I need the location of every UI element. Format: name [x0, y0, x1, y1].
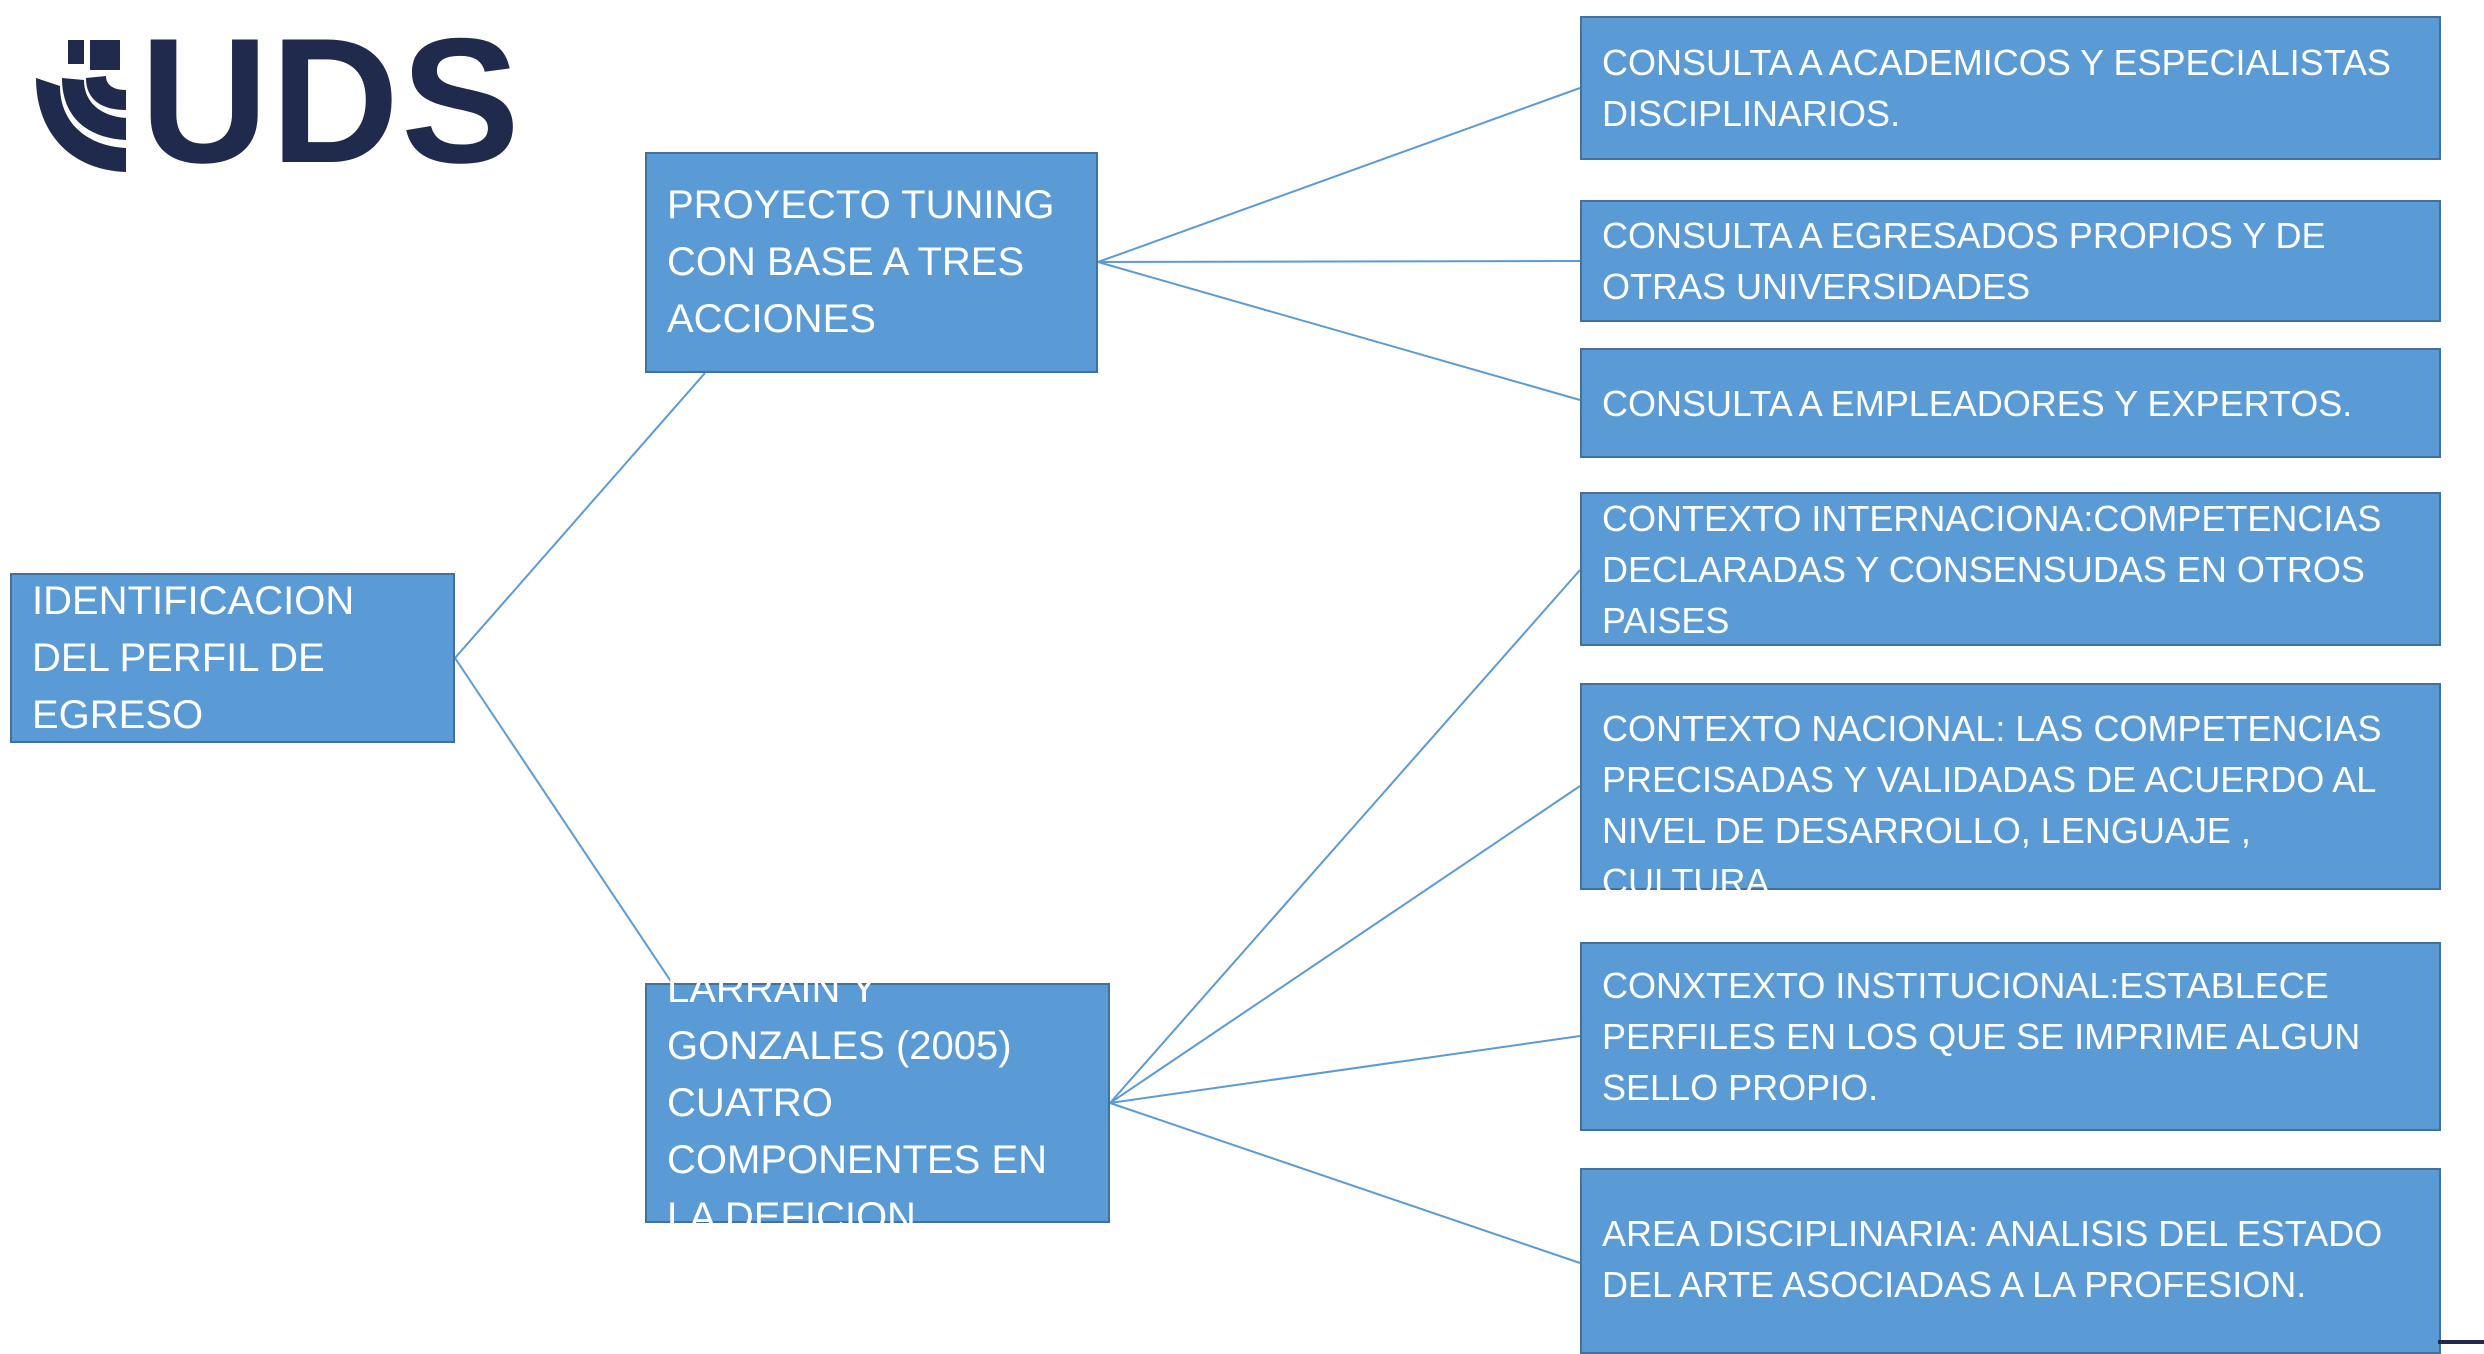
leaf-node: CONTEXTO INTERNACIONA:COMPETENCIAS DECLA… [1580, 492, 2441, 646]
leaf-node: CONTEXTO NACIONAL: LAS COMPETENCIAS PREC… [1580, 683, 2441, 902]
leaf-node: CONSULTA A EMPLEADORES Y EXPERTOS. [1580, 348, 2441, 458]
leaf-node-label: CONSULTA A EGRESADOS PROPIOS Y DE OTRAS … [1602, 215, 2326, 307]
connector-branch2-leaf5 [1109, 785, 1581, 1104]
logo-text: UDS [140, 1, 522, 200]
leaf-node-label: CONTEXTO INTERNACIONA:COMPETENCIAS DECLA… [1602, 497, 2382, 641]
connector-branch2-leaf6 [1109, 1035, 1581, 1104]
leaf-node: CONSULTA A ACADEMICOS Y ESPECIALISTAS DI… [1580, 16, 2441, 160]
leaf-node: CONSULTA A EGRESADOS PROPIOS Y DE OTRAS … [1580, 200, 2441, 322]
leaf-node-label: CONSULTA A ACADEMICOS Y ESPECIALISTAS DI… [1602, 42, 2391, 134]
leaf-node: AREA DISCIPLINARIA: ANALISIS DEL ESTADO … [1580, 1168, 2441, 1354]
leaf-node-label: CONXTEXTO INSTITUCIONAL:ESTABLECE PERFIL… [1602, 965, 2361, 1108]
branch-node-label: LARRAIN Y GONZALES (2005) CUATRO COMPONE… [667, 966, 1048, 1239]
root-node-label: IDENTIFICACION DEL PERFIL DE EGRESO [32, 578, 355, 737]
leaf-node-label: CONSULTA A EMPLEADORES Y EXPERTOS. [1602, 382, 2353, 424]
connector-branch2-leaf4 [1109, 569, 1581, 1104]
connector-branch1-leaf1 [1097, 87, 1581, 263]
connector-branch1-leaf2 [1097, 260, 1581, 263]
leaf-node-label: AREA DISCIPLINARIA: ANALISIS DEL ESTADO … [1602, 1213, 2383, 1305]
uds-logo: UDS [28, 12, 520, 190]
corner-mark [2438, 1340, 2484, 1344]
uds-logo-mark-icon [36, 40, 126, 172]
leaf-node-label: CONTEXTO NACIONAL: LAS COMPETENCIAS PREC… [1602, 708, 2382, 902]
connector-branch2-leaf7 [1109, 1102, 1581, 1264]
branch-node-tuning: PROYECTO TUNING CON BASE A TRES ACCIONES [645, 152, 1098, 373]
connector-root-branch2 [454, 657, 673, 984]
leaf-node: CONXTEXTO INSTITUCIONAL:ESTABLECE PERFIL… [1580, 942, 2441, 1131]
branch-node-larrain: LARRAIN Y GONZALES (2005) CUATRO COMPONE… [645, 967, 1110, 1239]
root-node: IDENTIFICACION DEL PERFIL DE EGRESO [10, 573, 455, 743]
connector-branch1-leaf3 [1097, 261, 1581, 401]
connector-root-branch1 [454, 372, 706, 659]
branch-node-label: PROYECTO TUNING CON BASE A TRES ACCIONES [667, 183, 1055, 341]
